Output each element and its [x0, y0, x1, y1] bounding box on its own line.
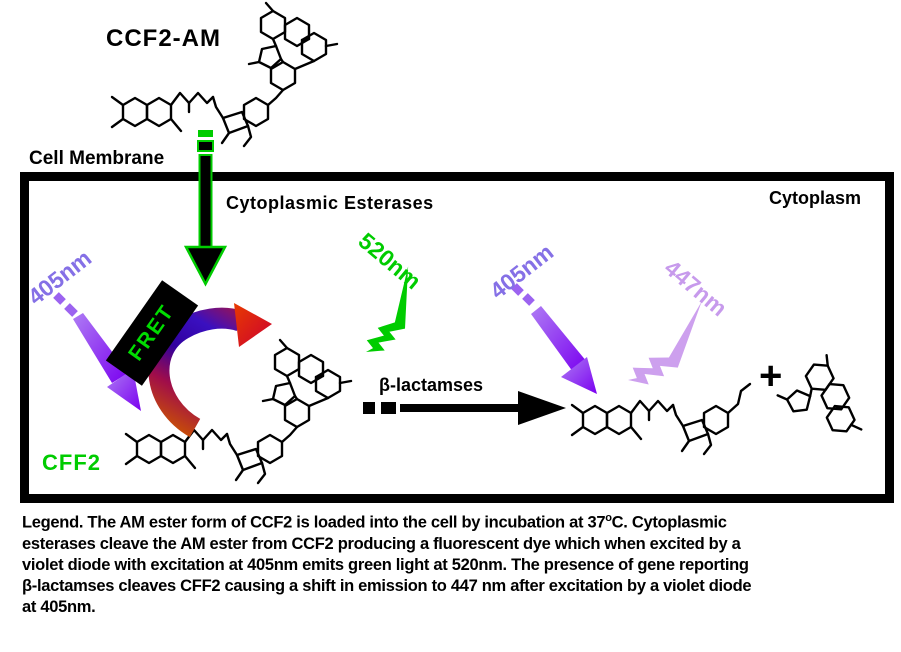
plus-sign: +	[759, 354, 783, 398]
membrane-entry-arrow	[183, 130, 228, 287]
fluorophore-molecule	[774, 344, 886, 451]
excitation-arrow-right	[511, 283, 597, 394]
cell-membrane-box	[20, 172, 894, 503]
legend-line-5: at 405nm.	[22, 597, 96, 616]
cell-membrane-label: Cell Membrane	[29, 148, 165, 169]
emission-bolt-520	[366, 266, 409, 352]
cleaved-molecule	[570, 382, 752, 456]
emission-bolt-447	[628, 301, 702, 385]
ccf2am-title: CCF2-AM	[106, 25, 221, 52]
beta-lactamase-label: β-lactamses	[379, 375, 484, 395]
legend-line-1: Legend. The AM ester form of CCF2 is loa…	[22, 512, 727, 532]
legend-text: Legend. The AM ester form of CCF2 is loa…	[22, 508, 752, 618]
cff2-label: CFF2	[42, 450, 101, 475]
legend-line-4: β-lactamses cleaves CFF2 causing a shift…	[22, 576, 752, 595]
legend-line-3: violet diode with excitation at 405nm em…	[22, 555, 749, 574]
legend-line-2: esterases cleave the AM ester from CCF2 …	[22, 534, 741, 553]
beta-lactamase-arrow	[363, 391, 566, 425]
cytoplasm-label: Cytoplasm	[769, 188, 862, 208]
cytoplasmic-esterases-label: Cytoplasmic Esterases	[226, 193, 434, 213]
